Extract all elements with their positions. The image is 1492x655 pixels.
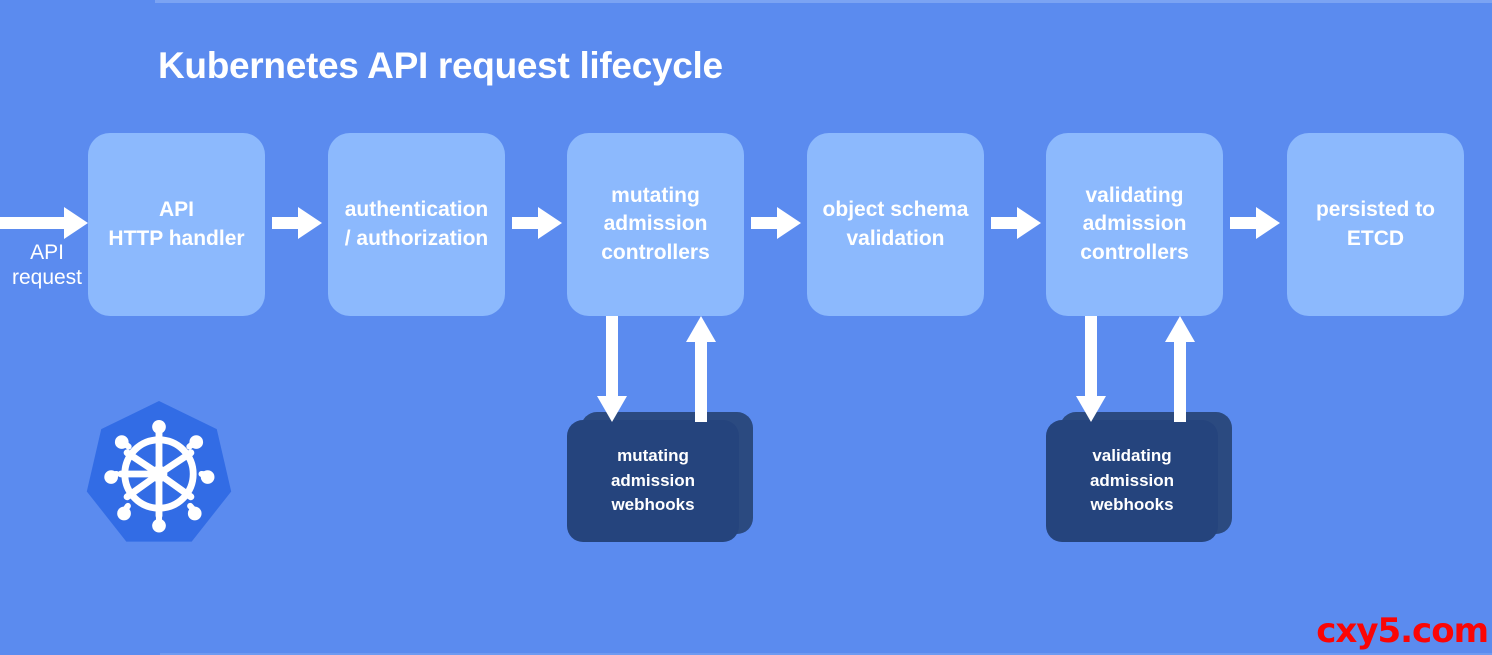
page-title: Kubernetes API request lifecycle <box>158 45 723 86</box>
webhook-label-validating-admission-webhooks: validating admission webhooks <box>1090 444 1174 518</box>
webhook-label-mutating-admission-webhooks: mutating admission webhooks <box>611 444 695 518</box>
stage-box-persisted-to-etcd[interactable]: persisted to ETCD <box>1287 133 1464 316</box>
stage-label-line: validating <box>1085 183 1184 207</box>
arrow-mutating-to-schema <box>751 203 801 243</box>
stage-label-validating-admission-controllers: validating admission controllers <box>1080 182 1189 267</box>
webhook-label-line: webhooks <box>1090 495 1174 515</box>
arrow-mutating-up <box>681 316 721 422</box>
webhook-label-line: mutating <box>617 446 689 466</box>
webhook-label-line: validating <box>1092 446 1172 466</box>
stage-box-mutating-admission-controllers[interactable]: mutating admission controllers <box>567 133 744 316</box>
stage-label-line: controllers <box>1080 240 1189 264</box>
stage-box-api-http-handler[interactable]: API HTTP handler <box>88 133 265 316</box>
webhook-label-line: admission <box>610 470 696 490</box>
webhook-label-line: admission <box>1089 470 1175 490</box>
stage-label-api-http-handler: API HTTP handler <box>108 196 244 253</box>
helm-outer-spikes <box>107 420 213 528</box>
arrow-schema-to-validating <box>991 203 1041 243</box>
webhook-card-front-layer: validating admission webhooks <box>1046 420 1218 542</box>
stage-box-object-schema-validation[interactable]: object schema validation <box>807 133 984 316</box>
kubernetes-logo <box>83 398 235 550</box>
stage-label-line: mutating <box>611 183 700 207</box>
arrow-handler-to-authn <box>272 203 322 243</box>
api-request-label: API request <box>4 240 90 290</box>
stage-label-authn-authz: authentication / authorization <box>345 196 489 253</box>
stage-label-line: admission <box>1082 212 1187 236</box>
arrow-validating-up <box>1160 316 1200 422</box>
stage-label-line: API <box>158 198 194 222</box>
webhook-card-mutating-admission-webhooks[interactable]: mutating admission webhooks <box>567 412 753 542</box>
api-request-line1: API <box>30 241 64 264</box>
stage-label-persisted-to-etcd: persisted to ETCD <box>1316 196 1435 253</box>
webhook-card-validating-admission-webhooks[interactable]: validating admission webhooks <box>1046 412 1232 542</box>
stage-label-line: object schema <box>822 198 969 222</box>
watermark: cxy5.com <box>1316 611 1489 651</box>
stage-label-mutating-admission-controllers: mutating admission controllers <box>601 182 710 267</box>
api-request-line2: request <box>11 266 83 290</box>
top-edge-strip <box>155 0 1492 3</box>
arrow-mutating-down <box>592 316 632 422</box>
stage-box-authn-authz[interactable]: authentication / authorization <box>328 133 505 316</box>
stage-label-line: controllers <box>601 240 710 264</box>
stage-label-line: ETCD <box>1346 226 1405 250</box>
stage-label-line: persisted to <box>1315 198 1436 222</box>
arrow-validating-down <box>1071 316 1111 422</box>
webhook-label-line: webhooks <box>611 495 695 515</box>
webhook-card-front-layer: mutating admission webhooks <box>567 420 739 542</box>
arrow-authn-to-mutating <box>512 203 562 243</box>
stage-label-line: validation <box>846 226 945 250</box>
stage-label-line: HTTP handler <box>108 226 245 250</box>
stage-label-object-schema-validation: object schema validation <box>823 196 969 253</box>
stage-label-line: admission <box>603 212 708 236</box>
stage-label-line: / authorization <box>344 226 489 250</box>
stage-box-validating-admission-controllers[interactable]: validating admission controllers <box>1046 133 1223 316</box>
arrow-validating-to-etcd <box>1230 203 1280 243</box>
bottom-edge-strip <box>160 653 1492 655</box>
stage-label-line: authentication <box>344 198 489 222</box>
arrow-into-api-handler <box>0 203 88 243</box>
